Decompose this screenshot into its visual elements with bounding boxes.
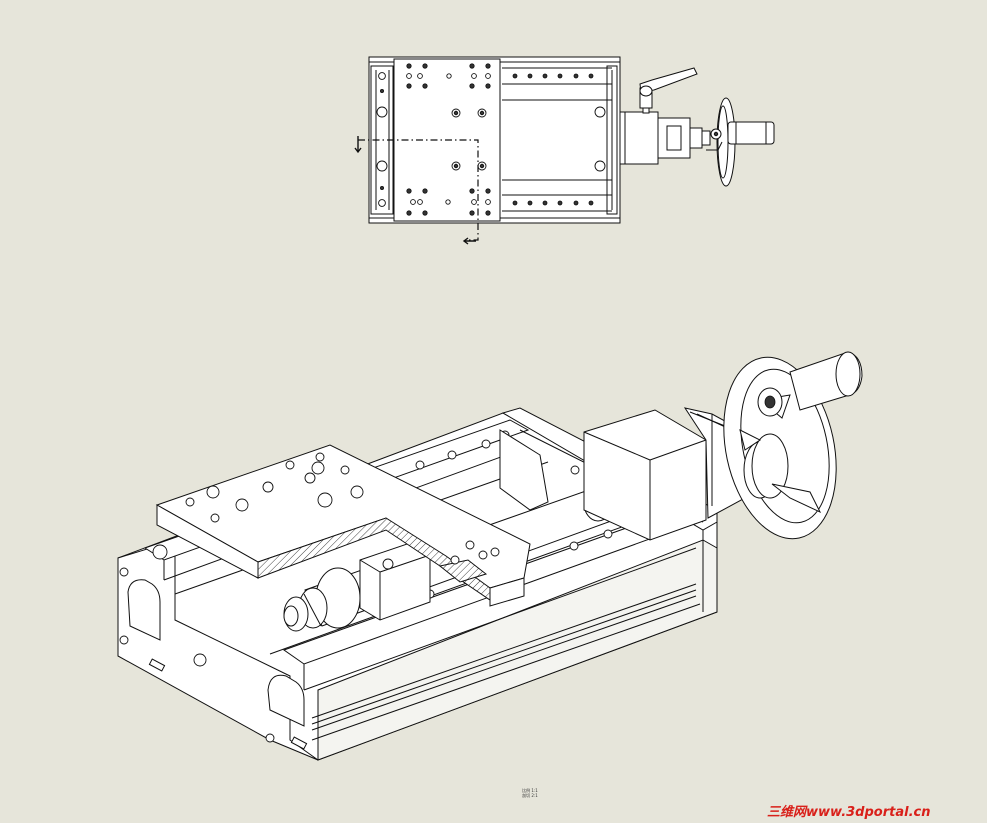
iso-gearbox: [583, 407, 746, 541]
section-arrow-left: [354, 136, 362, 154]
scale-note-line-2: 剖切 2:1: [522, 793, 538, 798]
top-gearbox: [619, 111, 711, 165]
scale-note-line-1: 比例 1:1: [522, 788, 538, 793]
carriage-holes: [406, 63, 491, 216]
watermark: 三维网www.3dportal.cn: [767, 805, 931, 820]
iso-view: [117, 351, 863, 761]
top-view: [354, 56, 775, 245]
iso-handwheel: [723, 351, 863, 540]
top-handwheel: [706, 97, 775, 187]
base-holes: [376, 72, 606, 207]
iso-end-profile: [117, 544, 319, 761]
section-arrow-bottom: [462, 237, 476, 245]
iso-carriage-plate: [152, 444, 531, 607]
right-profile: [606, 65, 618, 215]
section-line: [358, 139, 479, 241]
top-clamp-lever: [639, 67, 698, 114]
